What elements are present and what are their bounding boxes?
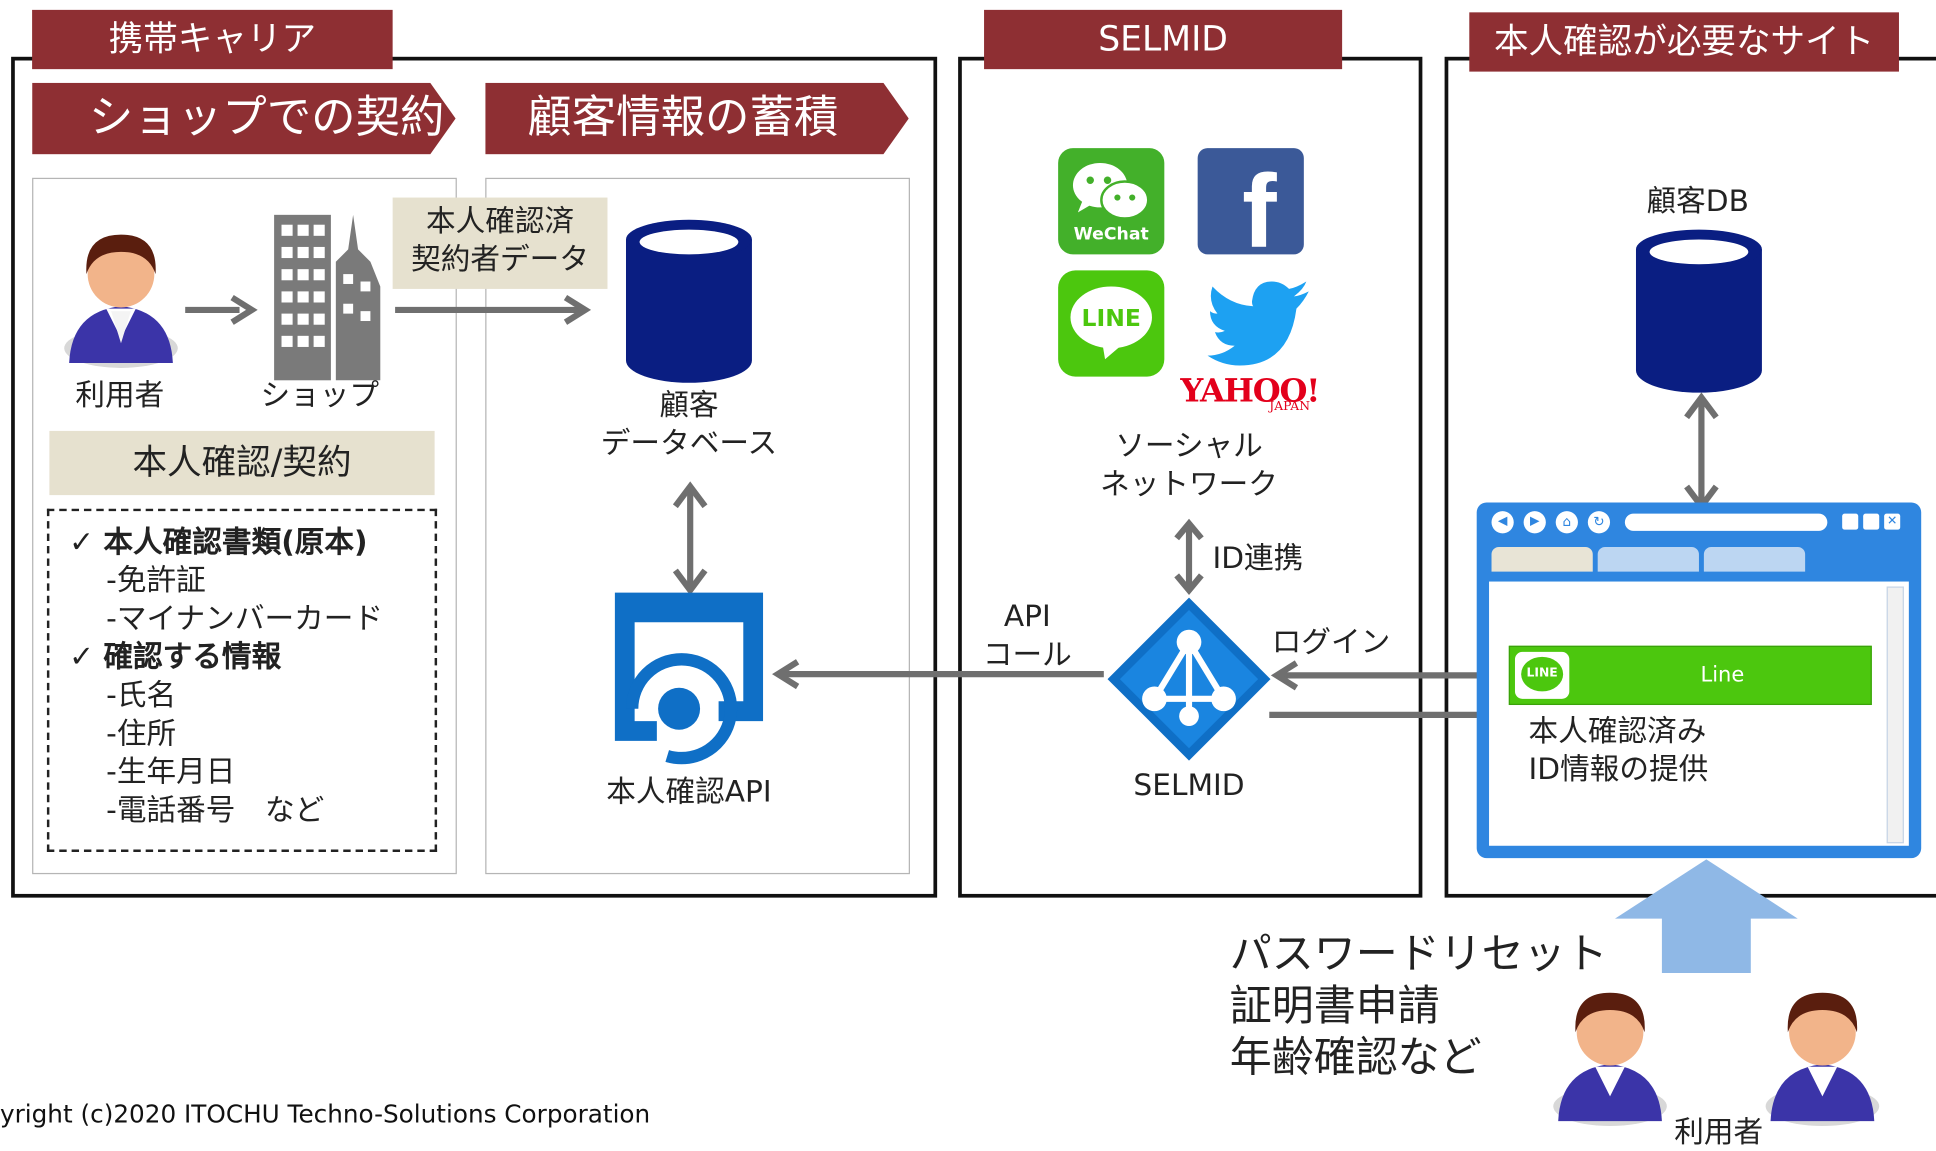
forward-icon[interactable]: ▶ [1523,511,1546,534]
use-case-item: パスワードリセット [1229,929,1608,980]
scrollbar[interactable] [1886,586,1904,844]
facebook-icon: f [1197,148,1304,255]
arrow-selmid-to-site-provide [1269,699,1508,730]
selmid-logo-icon [1107,597,1271,761]
line-icon-text: LINE [1081,304,1141,333]
arrow-selmid-to-api [772,659,1104,690]
transfer-label-line2: 契約者データ [411,242,589,277]
browser-tab[interactable] [1491,546,1593,572]
copyright-text: yright (c)2020 ITOCHU Techno-Solutions C… [0,1098,651,1129]
shop-contract-chevron: ショップでの契約 [32,82,456,155]
up-arrow-users-to-site [1614,859,1798,973]
id-contract-label: 本人確認/契約 [49,430,435,496]
check-mark-icon: ✓ [69,524,94,560]
docs-title: ✓ 本人確認書類(原本) [69,524,367,562]
shop-label: ショップ [260,377,380,413]
line-small-icon: LINE [1514,651,1570,699]
line-login-button[interactable]: LINE Line [1508,645,1872,706]
info-title: ✓ 確認する情報 [69,638,281,676]
wechat-label: WeChat [1073,224,1149,245]
api-call-line1: API [1003,598,1051,634]
browser-tab[interactable] [1703,546,1806,572]
selmid-header: SELMID [984,9,1343,70]
maximize-icon[interactable] [1863,513,1880,530]
address-bar[interactable] [1624,513,1828,531]
accumulate-chevron: 顧客情報の蓄積 [485,82,909,155]
requirements-box [46,508,438,852]
info-title-text: 確認する情報 [103,639,282,675]
site-database-icon [1635,229,1762,393]
line-small-bubble [1521,656,1564,692]
close-icon[interactable]: ✕ [1884,513,1901,530]
info-item: -住所 [106,716,177,751]
info-item: -氏名 [106,677,177,713]
check-mark-icon: ✓ [69,639,94,675]
transfer-label-line1: 本人確認済 [425,203,575,239]
social-label-line1: ソーシャル [1115,428,1263,464]
provide-label-line2: ID情報の提供 [1528,751,1709,787]
user-avatar-left [64,234,178,368]
use-case-item: 証明書申請 [1229,981,1440,1031]
user-avatar-bottom-right [1765,992,1880,1127]
arrow-user-to-shop [185,294,258,325]
transfer-data-label: 本人確認済 契約者データ [392,197,608,289]
db-label-line2: データベース [600,425,778,461]
home-icon[interactable]: ⌂ [1555,511,1578,534]
info-item: -電話番号 など [106,792,325,828]
api-label: 本人確認API [606,774,772,809]
info-item: -生年月日 [106,754,236,789]
refresh-icon[interactable]: ↻ [1587,511,1611,534]
login-label: ログイン [1271,624,1391,660]
doc-item: -免許証 [106,563,206,598]
yahoo-japan-label: JAPAN [1269,400,1311,414]
carrier-header: 携帯キャリア [32,9,393,70]
arrow-db-api-bidirectional [672,481,708,596]
wechat-icon: WeChat [1058,148,1165,255]
back-icon[interactable]: ◀ [1491,511,1514,534]
browser-toolbar: ◀ ▶ ⌂ ↻ ✕ [1477,503,1921,543]
id-verification-api-icon [614,592,764,765]
docs-title-text: 本人確認書類(原本) [103,524,368,560]
line-bubble [1070,286,1152,360]
minimize-icon[interactable] [1842,513,1859,530]
twitter-bird-icon [1207,281,1309,366]
browser-content: LINE Line [1489,581,1909,846]
wechat-bubbles [1072,162,1150,220]
api-call-line2: コール [982,637,1072,672]
selmid-label: SELMID [1133,767,1245,803]
facebook-f-glyph: f [1242,153,1277,255]
line-button-label: Line [1700,663,1745,688]
line-small-text: LINE [1526,666,1558,681]
id-link-label: ID連携 [1212,540,1304,576]
arrow-db-site-bidirectional [1684,392,1719,512]
db-label-line1: 顧客 [659,387,719,423]
user-avatar-bottom-left [1553,992,1667,1127]
browser-tab[interactable] [1597,546,1699,572]
user-label-bottom: 利用者 [1674,1114,1764,1150]
provide-label-line1: 本人確認済み [1528,713,1707,749]
arrow-shop-to-db [395,294,592,325]
site-header: 本人確認が必要なサイト [1469,12,1899,72]
user-label-left: 利用者 [75,377,165,413]
arrow-social-selmid-bidirectional [1174,518,1204,596]
shop-building-icon [274,214,381,381]
use-case-item: 年齢確認など [1229,1033,1482,1083]
customer-database-icon [625,219,752,383]
arrow-site-to-selmid-login [1270,660,1509,691]
line-icon: LINE [1058,270,1165,377]
social-label-line2: ネットワーク [1100,466,1278,502]
customer-db-label: 顧客DB [1646,183,1749,219]
doc-item: -マイナンバーカード [106,601,383,636]
yahoo-logo: YAHOO! [1180,372,1320,410]
browser-window: ◀ ▶ ⌂ ↻ ✕ LINE Line [1476,502,1922,859]
